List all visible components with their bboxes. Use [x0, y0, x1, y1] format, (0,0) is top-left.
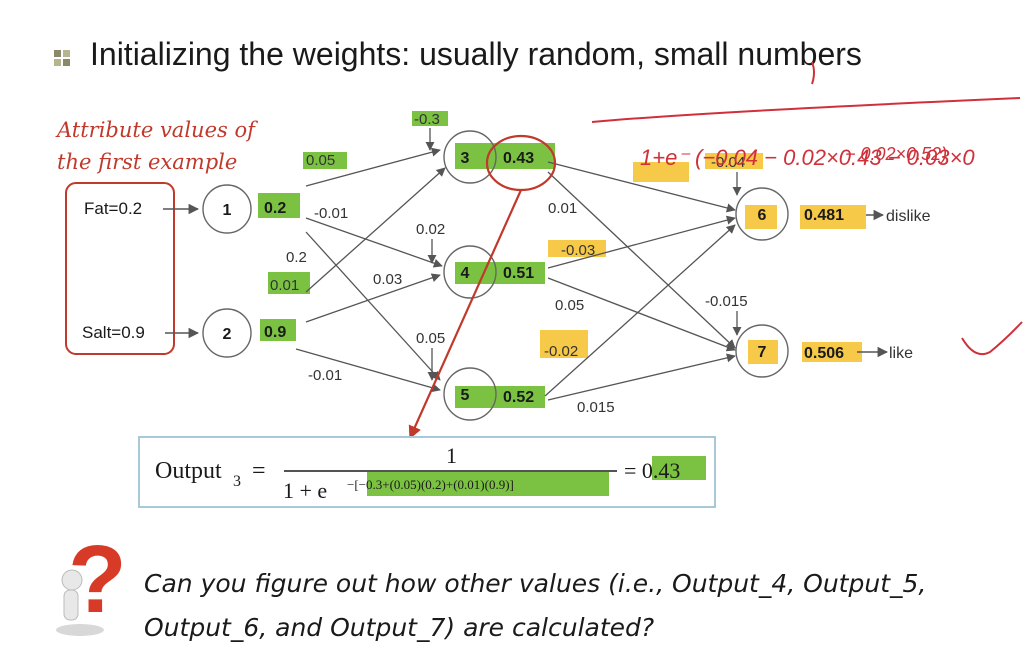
bias-5: 0.05 — [416, 330, 445, 347]
edge-3-6 — [547, 161, 736, 213]
node-5-value: 0.52 — [503, 389, 534, 406]
node-7-value: 0.506 — [804, 345, 844, 362]
node-7-id: 7 — [758, 344, 767, 361]
weight-4-6: -0.03 — [561, 242, 595, 259]
question-mark-icon: ? — [56, 526, 127, 636]
handwritten-annotation: 1+e⁻ (−0.04 − 0.02×0.43 − 0.03×0 − 0.02×… — [591, 61, 1023, 356]
output-dislike-label: dislike — [886, 208, 931, 225]
edge-2-3 — [305, 167, 446, 293]
node-1-circle — [202, 184, 252, 234]
edge-5-6 — [544, 224, 736, 397]
salt-input-label: Salt=0.9 — [82, 323, 145, 342]
node-3-value: 0.43 — [503, 150, 534, 167]
bullet-icon — [54, 50, 70, 66]
caption-line-1: Attribute values of — [57, 118, 255, 142]
bias-6: -0.04 — [711, 154, 745, 171]
formula-box: Output 3 = 1 1 + e −[−0.3+(0.05)(0.2)+(0… — [138, 436, 716, 508]
node-3-id: 3 — [461, 150, 470, 167]
annotation-line-2: − 0.02×0.52) — [845, 144, 947, 164]
bias-4: 0.02 — [416, 221, 445, 238]
node-3-circle — [443, 130, 497, 184]
formula-exponent: −[−0.3+(0.05)(0.2)+(0.01)(0.9)] — [347, 477, 514, 492]
edge-1-3 — [305, 147, 441, 187]
bias-3: -0.3 — [414, 111, 440, 128]
node-4-id: 4 — [461, 265, 470, 282]
question-line-1: Can you figure out how other values (i.e… — [144, 569, 927, 598]
fat-input-label: Fat=0.2 — [84, 199, 142, 218]
node-4-circle — [443, 245, 497, 299]
weight-2-3: 0.01 — [270, 277, 299, 294]
edge-1-5 — [305, 231, 441, 381]
node-5-id: 5 — [461, 387, 470, 404]
weight-5-6: -0.02 — [544, 343, 578, 360]
weight-1-4: -0.01 — [314, 205, 348, 222]
weight-4-7: 0.05 — [555, 297, 584, 314]
edge-4-6 — [547, 215, 736, 269]
node-5-circle — [443, 367, 497, 421]
red-pointer-arrow — [408, 189, 523, 440]
node-1-id: 1 — [223, 202, 232, 219]
node-6-id: 6 — [758, 207, 767, 224]
node-1-value: 0.2 — [264, 200, 286, 217]
node-6-value: 0.481 — [804, 207, 844, 224]
edge-2-5 — [295, 348, 441, 393]
node-7-circle — [735, 324, 789, 378]
weight-1-5: 0.2 — [286, 249, 307, 266]
formula-equals: = — [252, 458, 266, 484]
edge-1-4 — [305, 217, 443, 268]
annotation-line-1: 1+e⁻ (−0.04 − 0.02×0.43 − 0.03×0 — [640, 145, 975, 170]
input-box — [65, 182, 175, 355]
formula-output-label: Output — [155, 458, 222, 484]
question-line-2: Output_6, and Output_7) are calculated? — [144, 613, 655, 642]
checkmark-icon — [961, 321, 1023, 356]
highlights — [258, 111, 866, 408]
edge-5-7 — [547, 353, 736, 401]
node-6-circle — [735, 187, 789, 241]
formula-result: = 0.43 — [624, 458, 680, 483]
node-2-id: 2 — [223, 326, 232, 343]
weight-2-4: 0.03 — [373, 271, 402, 288]
output-like-label: like — [889, 345, 913, 362]
formula-numerator: 1 — [446, 443, 457, 468]
attribute-caption: Attribute values of the first example — [57, 114, 317, 178]
weight-5-7: 0.015 — [577, 399, 615, 416]
weight-2-5: -0.01 — [308, 367, 342, 384]
weight-1-3: 0.05 — [306, 152, 335, 169]
edge-2-4 — [305, 273, 441, 323]
node-2-circle — [202, 308, 252, 358]
question-text: Can you figure out how other values (i.e… — [144, 562, 1024, 650]
node-2-value: 0.9 — [264, 324, 286, 341]
formula-subscript: 3 — [233, 473, 241, 490]
slide-title: Initializing the weights: usually random… — [90, 36, 862, 72]
caption-line-2: the first example — [57, 150, 238, 174]
formula-denominator: 1 + e — [283, 478, 327, 503]
weight-3-7: -0.015 — [705, 293, 748, 310]
edge-3-7 — [547, 171, 736, 349]
weight-3-6: 0.01 — [548, 200, 577, 217]
edge-4-7 — [547, 277, 736, 352]
node-4-value: 0.51 — [503, 265, 534, 282]
